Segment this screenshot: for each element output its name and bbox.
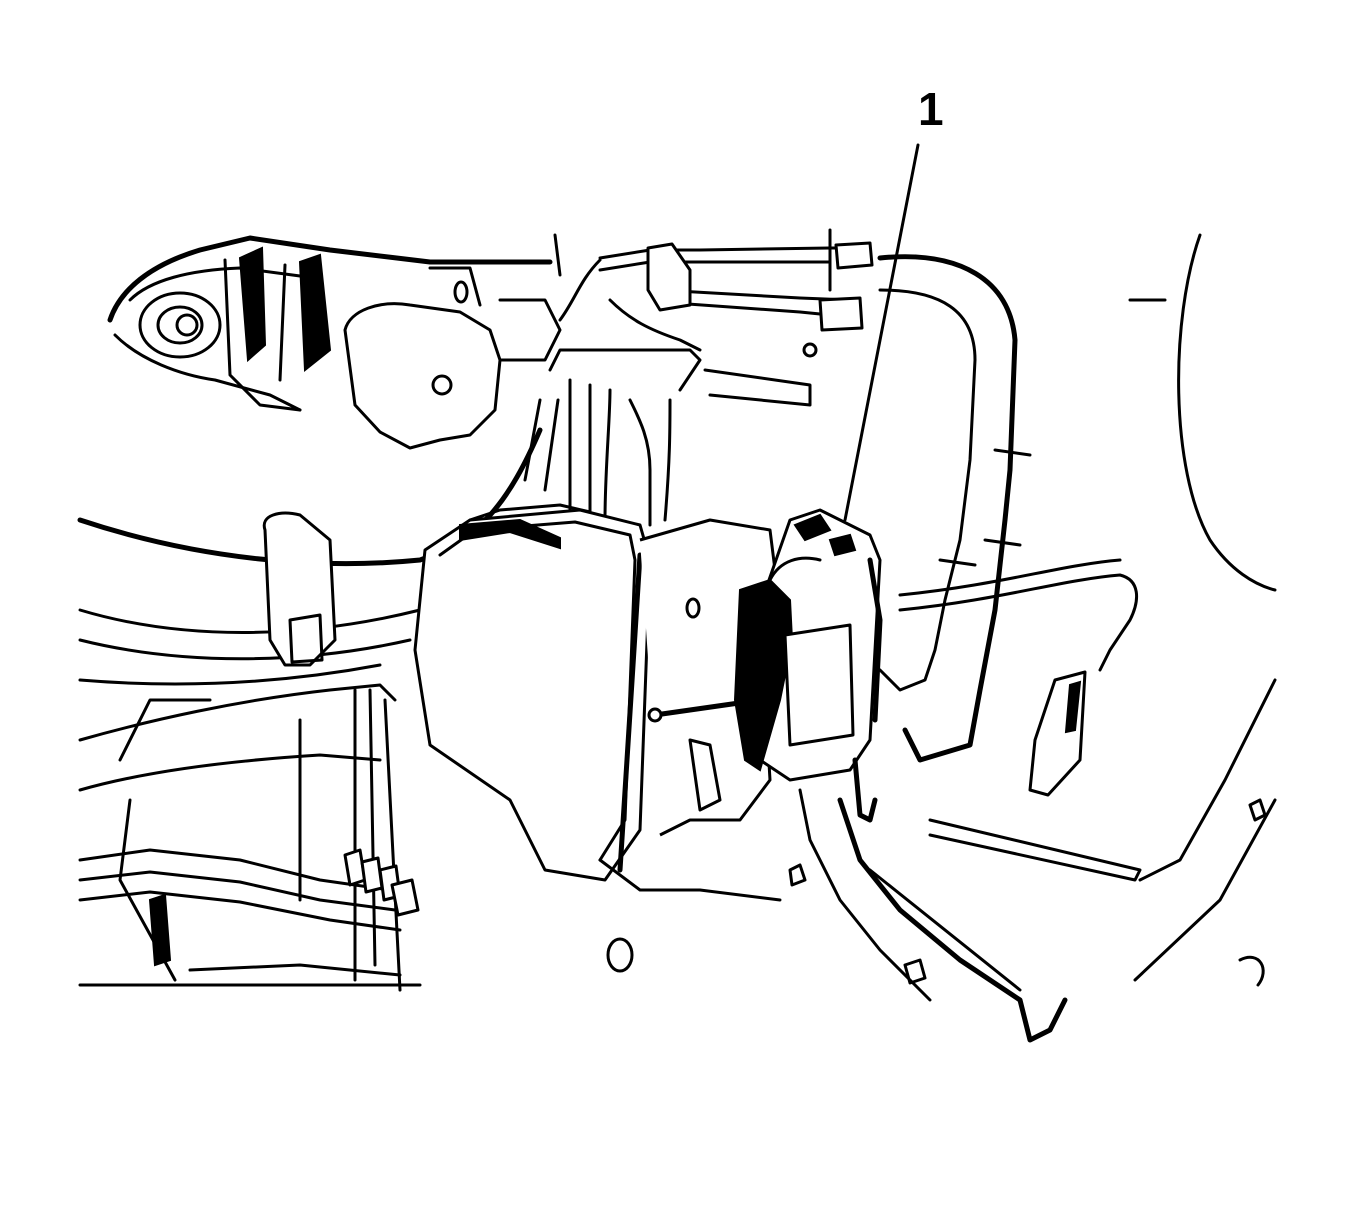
callout-1-label: 1 bbox=[918, 83, 944, 135]
brake-lines bbox=[523, 241, 874, 527]
wheel-well bbox=[77, 233, 1277, 686]
control-arm bbox=[107, 235, 553, 412]
abs-module bbox=[413, 503, 837, 902]
electrical-connector bbox=[733, 508, 883, 782]
wheel-speed-sensor bbox=[898, 558, 1139, 797]
callout-1-leader bbox=[843, 143, 920, 522]
wiring-harness bbox=[798, 678, 1277, 1043]
floor-panel bbox=[606, 228, 1267, 987]
brake-hose bbox=[877, 254, 1032, 763]
left-frame-and-clips bbox=[78, 511, 422, 992]
actuator-motor bbox=[343, 266, 562, 450]
